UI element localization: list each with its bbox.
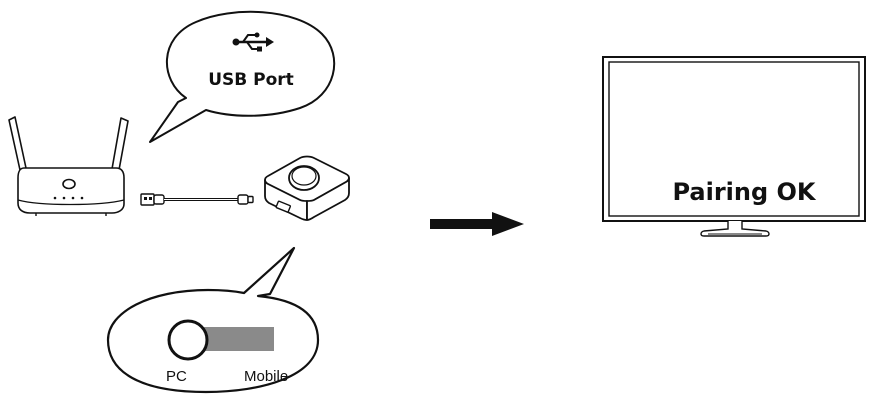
switch-track [196, 327, 274, 351]
switch-label-mobile: Mobile [244, 368, 288, 385]
usb-port-label: USB Port [208, 70, 294, 90]
usb-a-plug-icon [140, 193, 155, 206]
switch-knob [167, 319, 209, 361]
tv-display: Pairing OK [602, 56, 866, 237]
usb-cable [140, 193, 254, 206]
tv-screen [608, 61, 860, 217]
micro-usb-plug-icon [237, 194, 249, 205]
router-button-icon [62, 178, 76, 190]
tv-pairing-message: Pairing OK [672, 178, 816, 206]
usb-speech-bubble: USB Port [149, 10, 336, 143]
router-status-lights [53, 196, 84, 200]
router-antenna-left [8, 116, 27, 171]
right-arrow-icon [430, 212, 524, 236]
dongle-device [264, 155, 350, 221]
switch-label-pc: PC [166, 368, 187, 385]
router-antenna-right [111, 117, 129, 171]
tv-stand [700, 221, 770, 237]
switch-speech-bubble: PC Mobile [106, 246, 320, 394]
router-body [17, 167, 125, 214]
router-device [8, 116, 129, 216]
usb-icon [232, 32, 274, 52]
